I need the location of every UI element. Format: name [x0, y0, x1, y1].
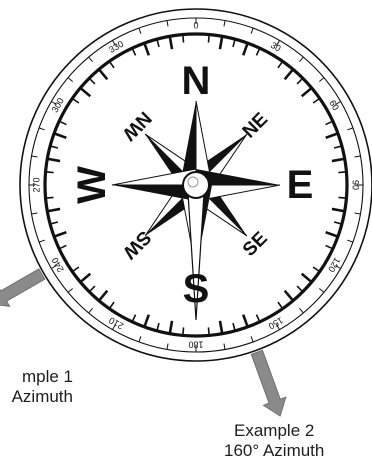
azimuth-arrow-1 — [0, 269, 45, 307]
example-1-title: mple 1 — [12, 367, 73, 387]
degree-label: 90 — [351, 180, 361, 190]
degree-label: 0 — [193, 20, 198, 30]
example-1-label: mple 1 Azimuth — [12, 367, 73, 407]
cardinal-e: E — [287, 163, 314, 207]
example-2-azimuth: 160° Azimuth — [224, 441, 324, 461]
degree-tick — [338, 197, 346, 198]
example-1-azimuth: Azimuth — [12, 387, 73, 407]
degree-tick — [46, 197, 54, 198]
degree-tick — [46, 172, 54, 173]
cardinal-w: W — [70, 166, 114, 204]
degree-tick — [208, 327, 209, 335]
cardinal-n: N — [182, 59, 211, 103]
pivot-highlight — [188, 177, 198, 187]
example-2-title: Example 2 — [224, 421, 324, 441]
degree-tick — [208, 35, 209, 43]
degree-tick — [183, 327, 184, 335]
azimuth-arrow-2 — [251, 350, 286, 416]
degree-tick — [183, 35, 184, 43]
cardinal-s: S — [183, 267, 210, 311]
degree-tick — [338, 172, 346, 173]
degree-label: 270 — [31, 177, 41, 192]
example-2-label: Example 2 160° Azimuth — [224, 421, 324, 461]
degree-label: 180 — [188, 340, 203, 350]
